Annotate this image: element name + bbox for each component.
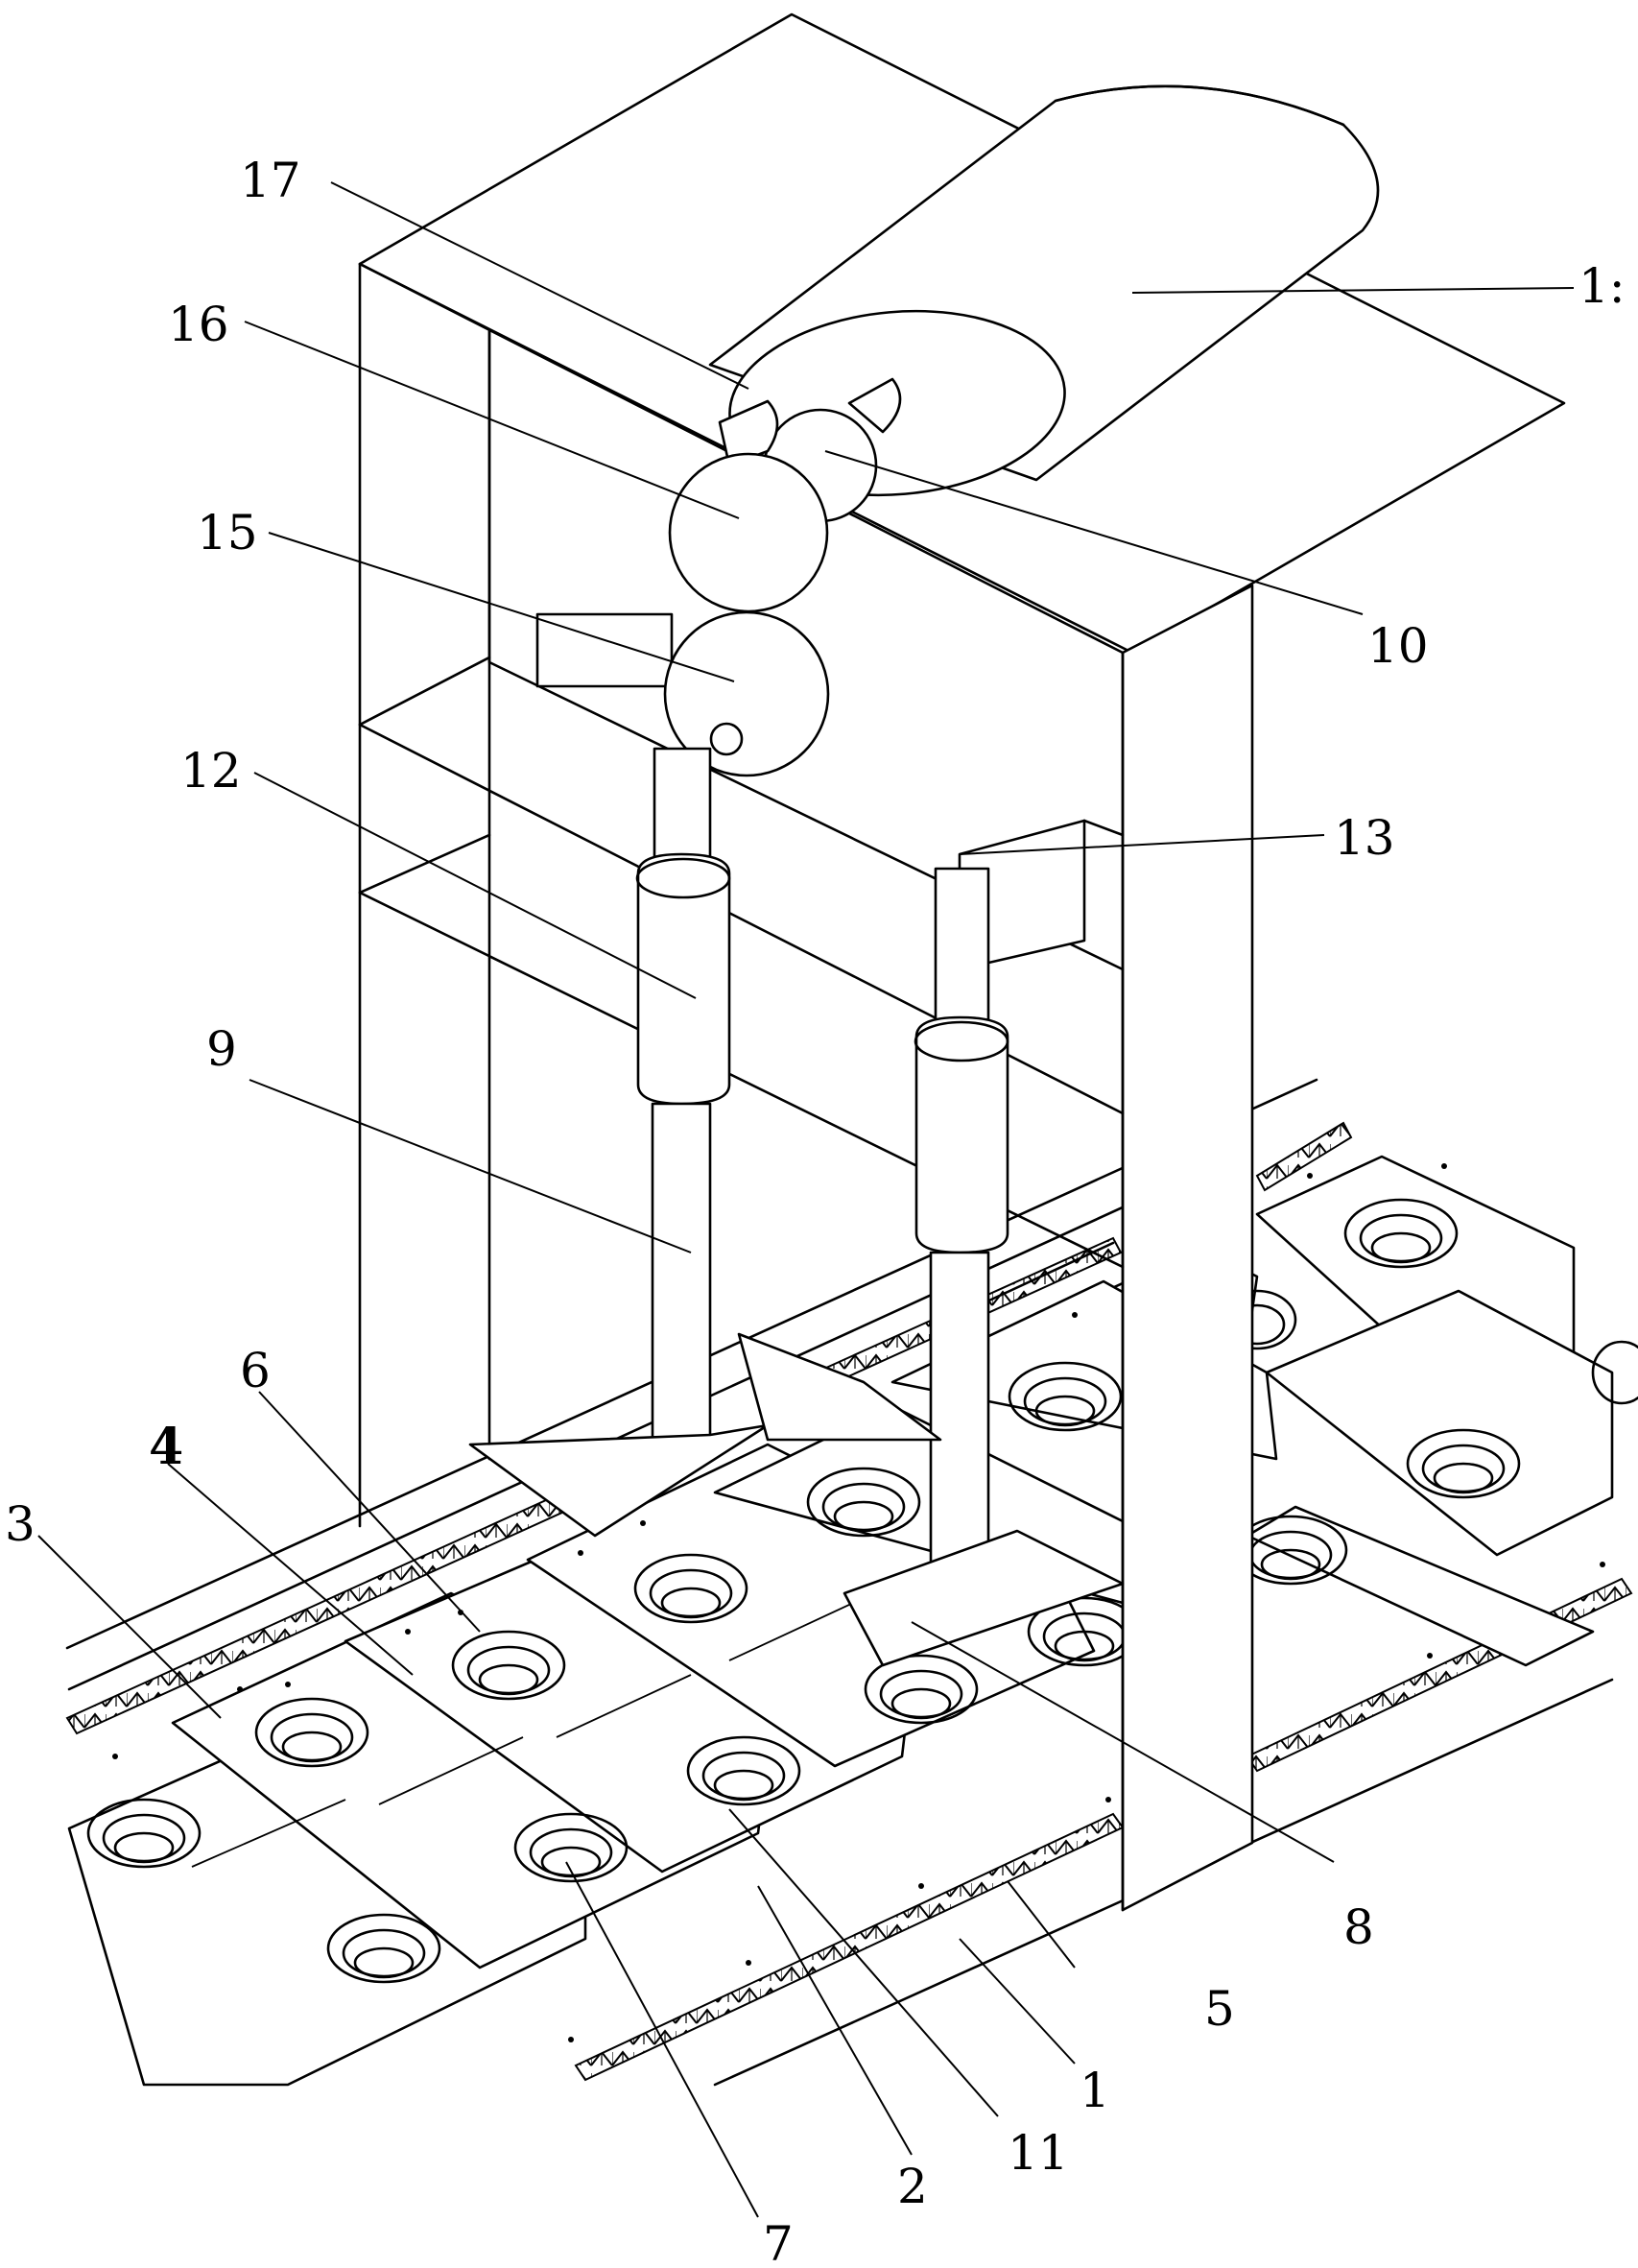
- label-11: 11: [1008, 2125, 1069, 2181]
- label-13: 13: [1334, 810, 1395, 866]
- base-conveyor: [67, 1080, 1631, 2085]
- label-1: 1: [1080, 2063, 1110, 2118]
- label-15: 15: [197, 505, 258, 561]
- label-9: 9: [206, 1021, 237, 1077]
- label-3: 3: [5, 1496, 36, 1552]
- label-5: 5: [1204, 1981, 1235, 2037]
- label-4: 4: [149, 1418, 183, 1476]
- label-18: 1:: [1579, 258, 1626, 314]
- label-12: 12: [180, 743, 242, 799]
- label-10: 10: [1367, 618, 1429, 674]
- label-8: 8: [1343, 1899, 1374, 1955]
- label-16: 16: [168, 297, 229, 352]
- label-2: 2: [897, 2159, 928, 2214]
- label-17: 17: [240, 153, 301, 208]
- label-7: 7: [763, 2216, 794, 2268]
- label-6: 6: [240, 1343, 271, 1398]
- left-rod-cylinder: [637, 749, 729, 1449]
- wheel-16: [670, 454, 827, 611]
